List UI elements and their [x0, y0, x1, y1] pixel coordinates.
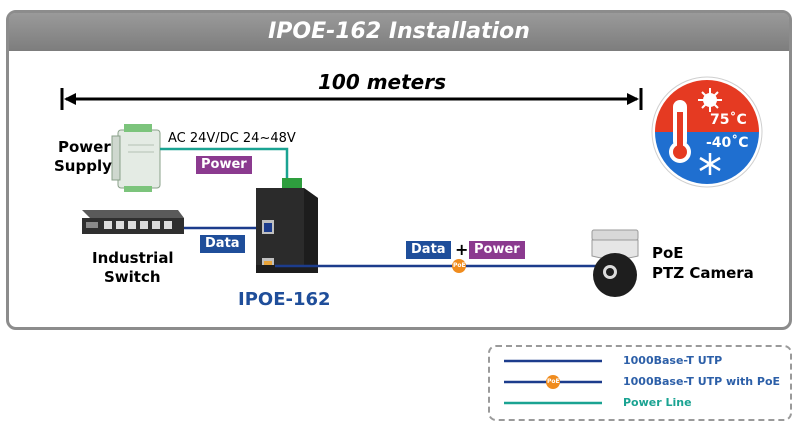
switch-label-line1: Industrial	[92, 249, 174, 267]
temperature-badge	[651, 76, 763, 188]
panel-header: IPOE-162 Installation	[9, 13, 789, 51]
voltage-label: AC 24V/DC 24~48V	[168, 131, 296, 146]
legend-poe-badge-text: PoE	[547, 378, 560, 385]
poe-badge-text: PoE	[453, 262, 466, 269]
camera-label-line2: PTZ Camera	[652, 264, 754, 282]
ptz-camera-icon	[591, 229, 639, 297]
device-label: IPOE-162	[238, 289, 331, 310]
ipoe-162-device-icon	[256, 178, 318, 273]
snowflake-icon	[699, 153, 721, 175]
legend-utp-label: 1000Base-T UTP	[623, 354, 723, 367]
thermometer-icon	[669, 100, 691, 163]
distance-arrow	[60, 88, 643, 110]
power-supply-label-line2: Supply	[54, 157, 112, 175]
data-tag: Data	[200, 235, 245, 253]
poe-badge-icon	[452, 259, 466, 273]
high-temp-label: 75˚C	[710, 112, 747, 128]
diagram-title: IPOE-162 Installation	[268, 19, 530, 44]
legend-box	[488, 345, 792, 421]
legend-poe-badge-icon	[546, 375, 560, 389]
power-supply-icon	[111, 124, 161, 192]
power-supply-label-line1: Power	[58, 138, 111, 156]
legend-power-label: Power Line	[623, 396, 692, 409]
switch-label-line2: Switch	[104, 268, 161, 286]
industrial-switch-icon	[82, 210, 184, 234]
distance-label: 100 meters	[318, 70, 447, 94]
data-power-power-tag: Power	[469, 241, 525, 259]
low-temp-label: -40˚C	[706, 135, 749, 151]
camera-label-line1: PoE	[652, 244, 684, 262]
plus-sign: +	[455, 240, 469, 259]
data-power-data-tag: Data	[406, 241, 451, 259]
power-tag: Power	[196, 156, 252, 174]
power-line	[160, 147, 289, 178]
sun-icon	[698, 88, 722, 112]
legend-poe-label: 1000Base-T UTP with PoE	[623, 375, 781, 388]
legend-lines	[504, 359, 602, 405]
